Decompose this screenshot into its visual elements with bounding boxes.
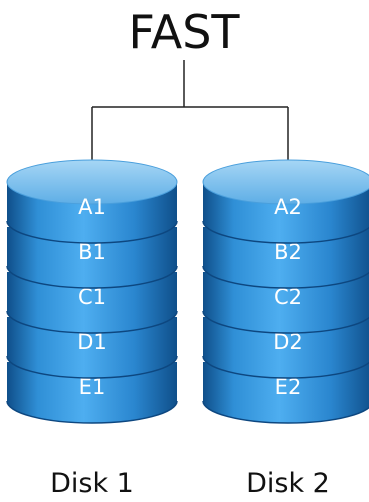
disk-segment-rim	[202, 400, 369, 424]
disk-segment-body	[7, 227, 177, 288]
disk-segment-body	[203, 227, 369, 288]
title: FAST	[128, 5, 240, 59]
disk-segment-a2: A2	[202, 159, 369, 244]
disk-segment-rim	[202, 355, 369, 379]
disk-segment-label: B2	[274, 240, 302, 264]
disk-top-face	[6, 159, 178, 205]
disk-segment-rim	[202, 220, 369, 244]
disk-segment-c2: C2	[202, 272, 369, 334]
disk-segment-label: C1	[78, 285, 106, 309]
disk-segment-rim	[202, 310, 369, 334]
disk-segment-body	[7, 317, 177, 378]
disk-segment-label: B1	[78, 240, 106, 264]
disk-segment-rim	[6, 310, 178, 334]
disk-name-label: Disk 1	[50, 468, 134, 499]
disk-segment-label: A1	[78, 195, 106, 219]
disk-segment-label: D1	[77, 330, 107, 354]
disk-segment-body	[7, 272, 177, 333]
disk-segment-body	[7, 362, 177, 423]
disk-segment-label: C2	[274, 285, 302, 309]
disk-segment-rim	[6, 220, 178, 244]
disk-top-face	[202, 159, 369, 205]
disk-segment-rim	[6, 400, 178, 424]
disk-name-label: Disk 2	[246, 468, 330, 499]
disk-segment-body	[203, 317, 369, 378]
disk-segment-body	[203, 362, 369, 423]
disk-segment-e2: E2	[202, 362, 369, 424]
disk-segment-label: A2	[274, 195, 302, 219]
connector-lines	[91, 60, 289, 175]
disk-segment-label: E2	[275, 375, 302, 399]
disk-segment-rim	[6, 265, 178, 289]
disk-segment-body	[203, 272, 369, 333]
disk-segment-rim	[202, 265, 369, 289]
disk-segment-b2: B2	[202, 227, 369, 289]
disk-segment-b1: B1	[6, 227, 178, 289]
disk-segment-label: E1	[79, 375, 106, 399]
disk-segment-a1: A1	[6, 159, 178, 244]
disk-segment-d2: D2	[202, 317, 369, 379]
disk-segment-c1: C1	[6, 272, 178, 334]
disk-segment-rim	[6, 355, 178, 379]
disk-segment-d1: D1	[6, 317, 178, 379]
disk-segment-label: D2	[273, 330, 303, 354]
disk-segment-e1: E1	[6, 362, 178, 424]
